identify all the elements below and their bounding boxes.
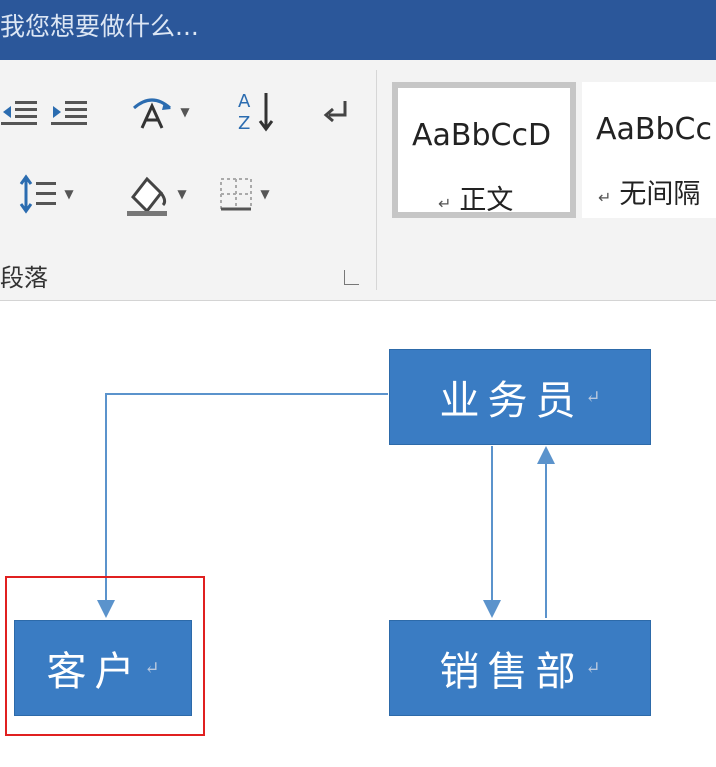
paragraph-group-label: 段落 xyxy=(0,264,48,292)
node-customer[interactable]: 客户↵ xyxy=(14,620,192,716)
chinese-layout-icon[interactable]: ▼ xyxy=(124,90,196,134)
node-sales-dept[interactable]: 销售部↵ xyxy=(389,620,651,716)
dialog-launcher-icon[interactable] xyxy=(344,270,359,285)
tell-me-search[interactable]: 我您想要做什么... xyxy=(0,12,199,41)
decrease-indent-icon[interactable] xyxy=(0,90,40,134)
style-sample: AaBbCcD xyxy=(412,118,552,153)
ribbon: ▼ A Z ▼ ▼ xyxy=(0,60,716,301)
group-divider xyxy=(376,70,377,290)
title-bar: 我您想要做什么... xyxy=(0,0,716,60)
increase-indent-icon[interactable] xyxy=(48,90,92,134)
style-name: ↵无间隔 xyxy=(598,179,701,210)
show-marks-icon[interactable] xyxy=(316,90,356,134)
style-normal[interactable]: AaBbCcD ↵正文 xyxy=(392,82,576,218)
node-salesman[interactable]: 业务员↵ xyxy=(389,349,651,445)
shading-icon[interactable]: ▼ xyxy=(118,168,194,220)
line-spacing-icon[interactable]: ▼ xyxy=(10,170,82,218)
sort-icon[interactable]: A Z xyxy=(232,86,280,136)
style-no-spacing[interactable]: AaBbCc ↵无间隔 xyxy=(582,82,716,218)
selection-highlight xyxy=(5,576,205,736)
style-name: ↵正文 xyxy=(438,185,514,216)
svg-text:Z: Z xyxy=(238,113,250,134)
style-sample: AaBbCc xyxy=(596,112,712,147)
svg-text:A: A xyxy=(238,91,251,112)
borders-icon[interactable]: ▼ xyxy=(206,172,282,216)
